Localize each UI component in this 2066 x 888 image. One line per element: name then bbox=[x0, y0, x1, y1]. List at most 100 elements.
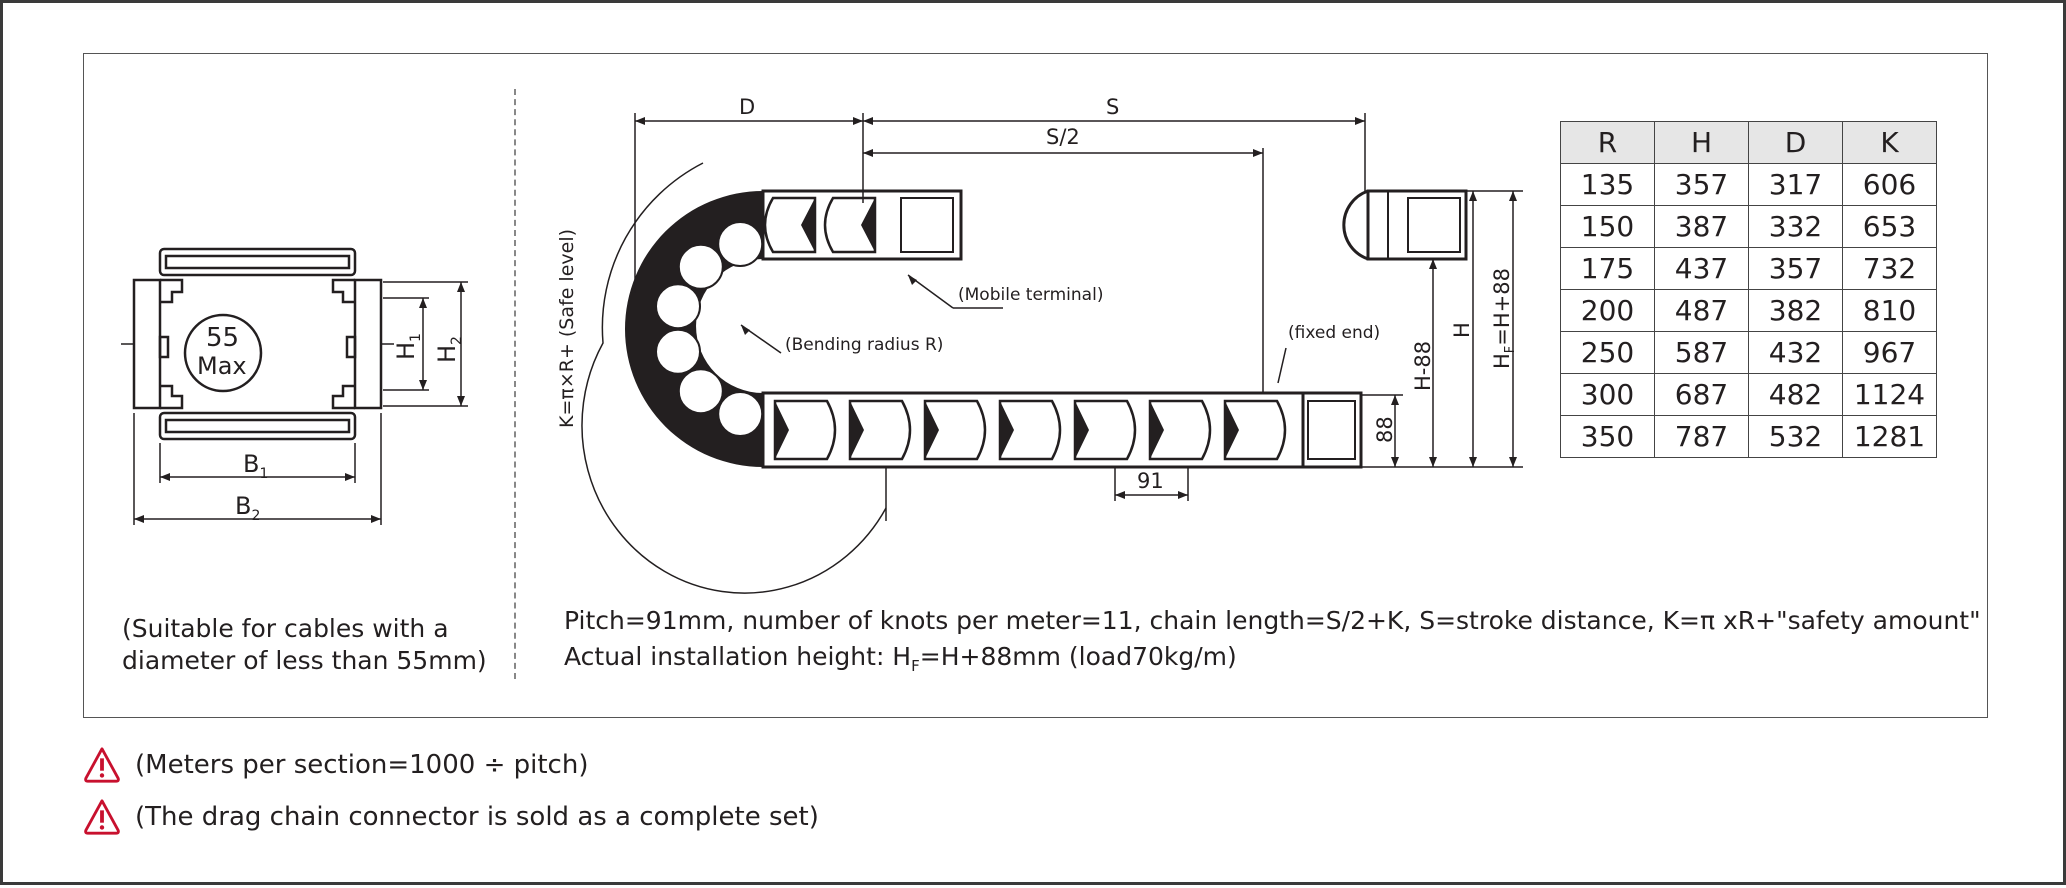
dim-s-half-label: S/2 bbox=[1046, 125, 1080, 149]
table-cell: 250 bbox=[1560, 331, 1655, 374]
table-cell: 300 bbox=[1560, 373, 1655, 416]
cross-section-drawing bbox=[121, 247, 468, 525]
warning-icon bbox=[84, 799, 120, 835]
table-header-row: R H D K bbox=[1560, 121, 1937, 164]
chain-link-joint bbox=[1225, 401, 1239, 459]
bracket-br bbox=[331, 384, 355, 410]
table-cell: 587 bbox=[1654, 331, 1749, 374]
bottom-cover-inner bbox=[164, 418, 351, 434]
table-cell: 1124 bbox=[1842, 373, 1937, 416]
dim-k-label: K=π×R+ (Safe level) bbox=[556, 228, 578, 428]
warning-row-1: (Meters per section=1000 ÷ pitch) bbox=[83, 745, 588, 785]
bending-radius-callout: (Bending radius R) bbox=[785, 335, 944, 355]
table-cell: 357 bbox=[1654, 163, 1749, 206]
header-k: K bbox=[1842, 121, 1937, 164]
table-cell: 487 bbox=[1654, 289, 1749, 332]
table-cell: 150 bbox=[1560, 205, 1655, 248]
table-cell: 350 bbox=[1560, 415, 1655, 458]
top-cover-inner bbox=[164, 254, 351, 270]
bend-chain-link bbox=[717, 391, 764, 437]
chain-link bbox=[1148, 399, 1212, 461]
mobile-terminal-callout: (Mobile terminal) bbox=[958, 285, 1104, 305]
cable-caption-line2: diameter of less than 55mm) bbox=[122, 646, 487, 675]
chain-link bbox=[823, 196, 877, 254]
fixed-end-upper bbox=[1342, 189, 1468, 261]
table-cell: 532 bbox=[1748, 415, 1843, 458]
spec-note-line1: Pitch=91mm, number of knots per meter=11… bbox=[564, 606, 1981, 635]
warning-icon bbox=[84, 747, 120, 783]
dim-hf-label: HF=H+88 bbox=[1490, 268, 1519, 369]
dim-b1-label: B1 bbox=[243, 450, 269, 482]
chain-link bbox=[998, 399, 1062, 461]
max-cable-circle bbox=[183, 313, 263, 393]
warning-text-meters: (Meters per section=1000 ÷ pitch) bbox=[135, 750, 589, 780]
max-circle-value: 55 bbox=[206, 323, 240, 353]
table-cell: 437 bbox=[1654, 247, 1749, 290]
max-circle-label: Max bbox=[197, 352, 247, 380]
table-cell: 382 bbox=[1748, 289, 1843, 332]
table-cell: 357 bbox=[1748, 247, 1843, 290]
table-cell: 200 bbox=[1560, 289, 1655, 332]
chain-link bbox=[1073, 399, 1137, 461]
table-cell: 967 bbox=[1842, 331, 1937, 374]
chain-link-joint bbox=[801, 198, 815, 252]
table-cell: 653 bbox=[1842, 205, 1937, 248]
table-cell: 332 bbox=[1748, 205, 1843, 248]
dim-s-label: S bbox=[1106, 95, 1120, 119]
table-cell: 606 bbox=[1842, 163, 1937, 206]
spec-frame bbox=[83, 53, 1988, 718]
warning-text-connector: (The drag chain connector is sold as a c… bbox=[135, 802, 819, 832]
chain-link-joint bbox=[850, 401, 864, 459]
chain-link bbox=[923, 399, 987, 461]
warning-row-2: (The drag chain connector is sold as a c… bbox=[83, 797, 819, 837]
chain-link bbox=[848, 399, 912, 461]
table-cell: 317 bbox=[1748, 163, 1843, 206]
bend-chain-link bbox=[677, 368, 724, 415]
table-cell: 787 bbox=[1654, 415, 1749, 458]
top-cover-bar bbox=[158, 247, 357, 277]
dim-h-minus-88-label: H-88 bbox=[1411, 340, 1435, 391]
dim-pitch-label: 91 bbox=[1137, 469, 1164, 493]
table-cell: 432 bbox=[1748, 331, 1843, 374]
fixed-end-lower bbox=[1301, 391, 1363, 469]
table-cell: 1281 bbox=[1842, 415, 1937, 458]
chain-link-joint bbox=[925, 401, 939, 459]
bend-chain-link bbox=[717, 221, 764, 267]
fixed-end-callout: (fixed end) bbox=[1288, 323, 1381, 343]
bottom-cover-bar bbox=[158, 411, 357, 441]
header-r: R bbox=[1560, 121, 1655, 164]
dim-d-label: D bbox=[739, 95, 756, 119]
tooth-left bbox=[158, 335, 170, 359]
section-divider bbox=[514, 89, 516, 679]
chain-link-joint bbox=[1000, 401, 1014, 459]
chain-link bbox=[763, 196, 817, 254]
bracket-tl bbox=[160, 278, 184, 304]
table-cell: 687 bbox=[1654, 373, 1749, 416]
chain-link bbox=[1223, 399, 1287, 461]
bend-chain-link bbox=[677, 243, 724, 290]
header-h: H bbox=[1654, 121, 1749, 164]
chain-link-joint bbox=[861, 198, 875, 252]
bend-chain-link bbox=[655, 283, 701, 330]
dim-88-label: 88 bbox=[1373, 416, 1397, 443]
lower-run-links bbox=[773, 399, 1287, 461]
header-d: D bbox=[1748, 121, 1843, 164]
upper-run-links bbox=[763, 196, 877, 254]
bracket-tr bbox=[331, 278, 355, 304]
cable-caption-line1: (Suitable for cables with a bbox=[122, 614, 449, 643]
table-cell: 732 bbox=[1842, 247, 1937, 290]
chain-link-joint bbox=[1075, 401, 1089, 459]
chain-link-joint bbox=[1150, 401, 1164, 459]
table-cell: 810 bbox=[1842, 289, 1937, 332]
spec-note-line2: Actual installation height: HF=H+88mm (l… bbox=[564, 642, 1237, 675]
bend-run-links bbox=[655, 221, 764, 437]
chain-link-joint bbox=[775, 401, 789, 459]
